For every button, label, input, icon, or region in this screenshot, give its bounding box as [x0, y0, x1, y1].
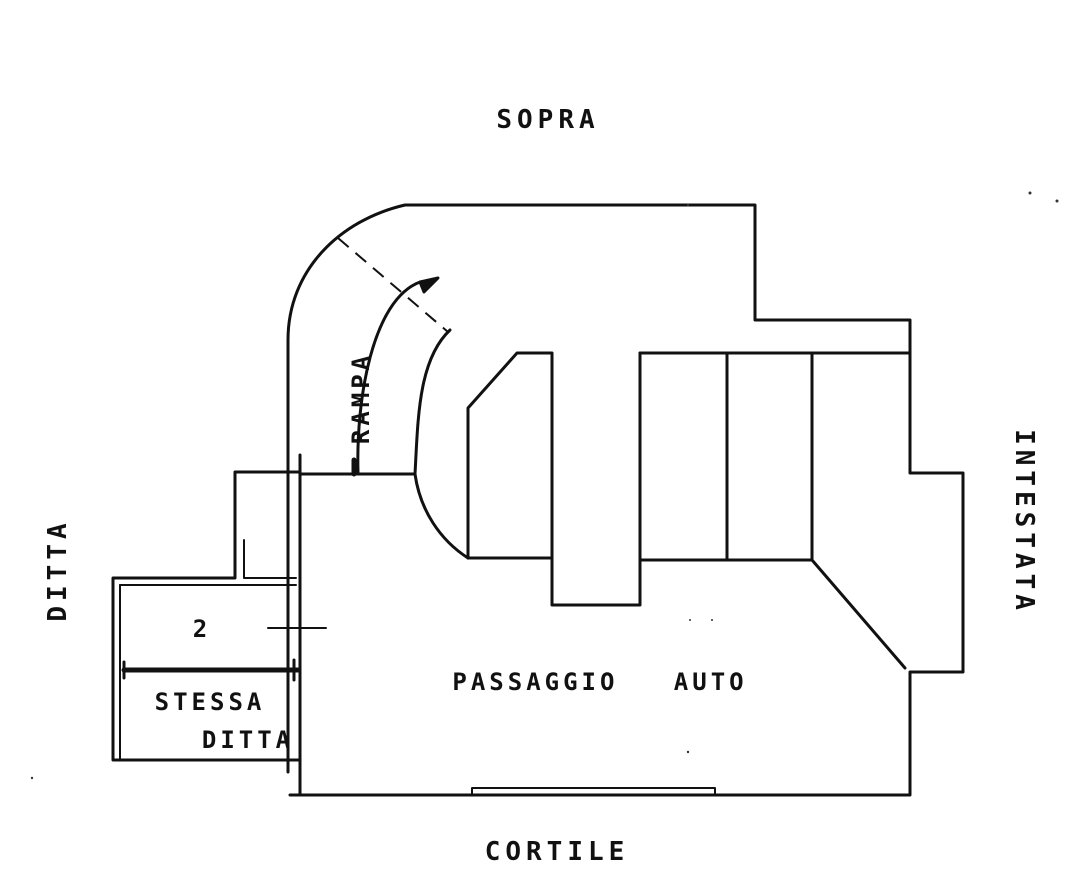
label-ramp: RAMPA	[347, 352, 375, 444]
annex-wall	[111, 470, 302, 762]
label-neighbour-line2: DITTA	[202, 726, 294, 754]
ramp-arrow-line	[356, 280, 422, 474]
box-end-diagonal	[810, 558, 907, 670]
label-bottom: CORTILE	[485, 837, 630, 867]
label-top: SOPRA	[496, 105, 599, 135]
scan-speck	[711, 619, 713, 621]
label-neighbour-line1: STESSA	[155, 688, 266, 716]
recess-wall	[243, 539, 297, 579]
ramp-inner-wall	[298, 328, 452, 476]
scan-speck	[689, 619, 691, 621]
ramp-cut-line	[337, 237, 449, 333]
ramp-curve-lower	[413, 472, 470, 560]
scan-speck	[686, 750, 690, 754]
label-main-area: PASSAGGIO AUTO	[452, 668, 747, 696]
scan-speck	[30, 776, 34, 780]
scan-speck	[686, 203, 690, 207]
ramp-arrow-head	[418, 276, 440, 294]
label-right: INTESTATA	[1009, 429, 1039, 615]
label-unit-number: 2	[193, 615, 211, 643]
scan-speck	[1055, 199, 1059, 203]
south-wall-step	[471, 787, 716, 796]
scan-speck	[1028, 191, 1032, 195]
outer-wall	[286, 203, 965, 797]
box-1	[466, 351, 642, 607]
label-left: DITTA	[43, 518, 73, 621]
